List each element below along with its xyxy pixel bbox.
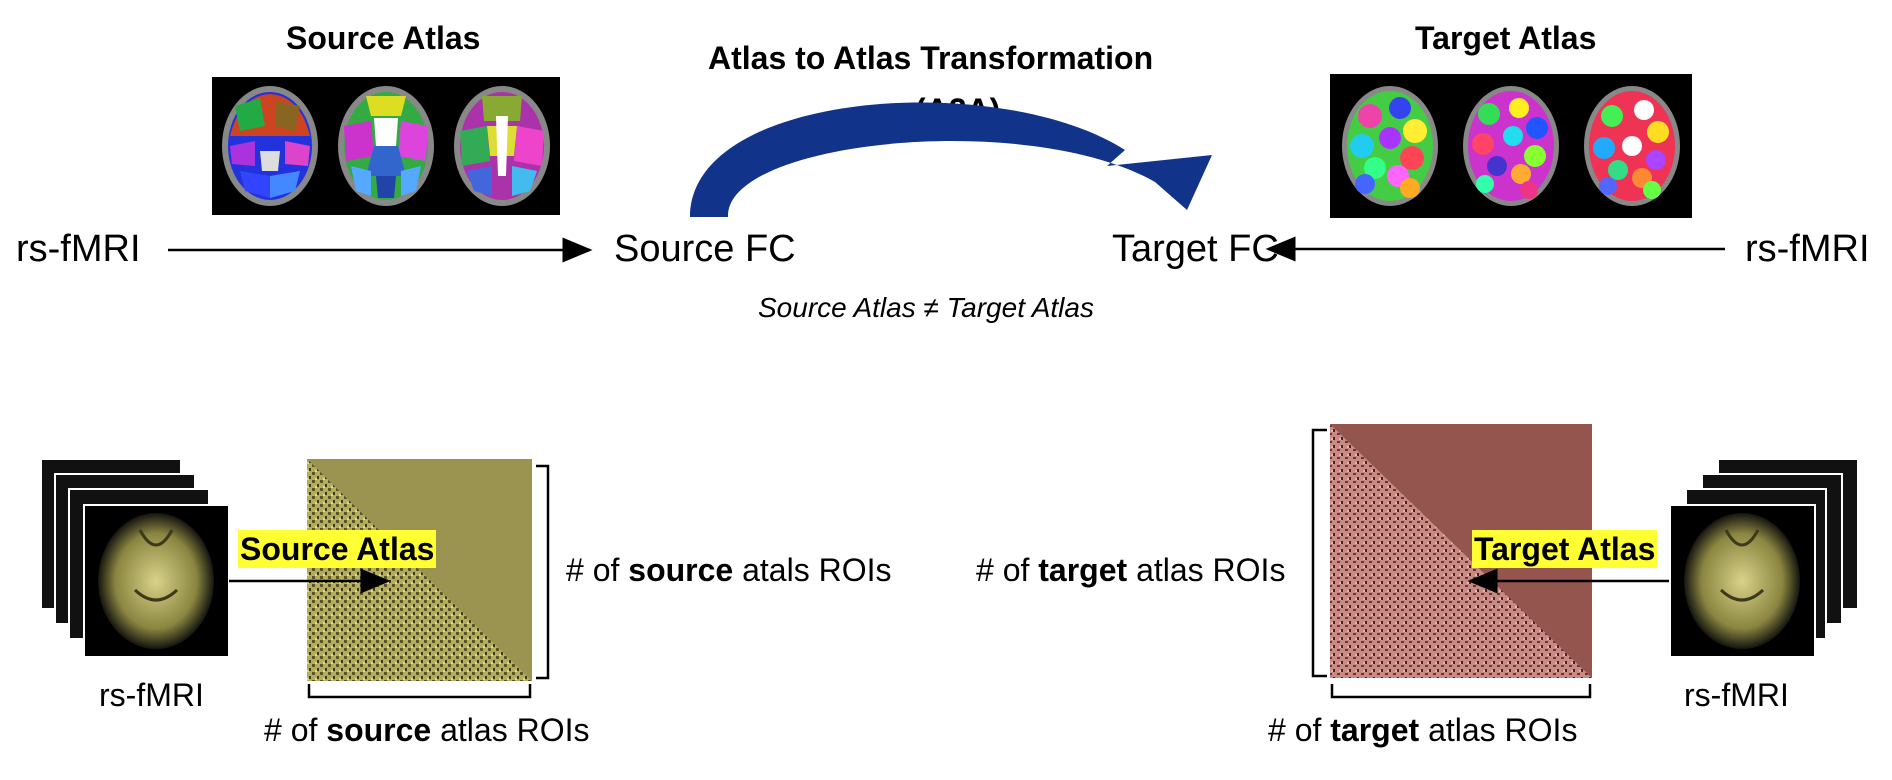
target-atlas-title: Target Atlas [1415, 20, 1597, 56]
target-bottom-bracket [1330, 684, 1592, 699]
target-atlas-brain-panel [1330, 74, 1692, 218]
target-bottom-roi-label: # of target atlas ROIs [1268, 712, 1577, 749]
source-bottom-suffix: atlas ROIs [431, 712, 590, 748]
source-atlas-title: Source Atlas [286, 20, 481, 56]
source-side-suffix: atals ROIs [733, 552, 892, 588]
right-rsfmri-stack [1669, 458, 1859, 658]
source-atlas-brain-panel [212, 77, 560, 215]
source-side-bracket [536, 464, 550, 680]
source-atlas-highlight: Source Atlas [238, 530, 437, 568]
target-fc-label: Target FC [1112, 228, 1279, 270]
source-side-bold: source [628, 552, 734, 588]
right-rsfmri-label: rs-fMRI [1745, 228, 1870, 270]
target-side-prefix: # of [976, 552, 1039, 588]
source-side-prefix: # of [566, 552, 629, 588]
transform-title: Atlas to Atlas Transformation [708, 40, 1154, 76]
target-bottom-suffix: atlas ROIs [1419, 712, 1578, 748]
target-atlas-brains [1342, 86, 1680, 206]
transform-abbrev: (A2A) [915, 92, 1001, 128]
left-rsfmri-stack [40, 458, 230, 658]
source-atlas-brains [222, 86, 550, 206]
inequality-note: Source Atlas ≠ Target Atlas [758, 292, 1094, 323]
source-fc-label: Source FC [614, 228, 796, 270]
target-side-suffix: atlas ROIs [1127, 552, 1286, 588]
target-side-bracket [1311, 428, 1327, 678]
source-bottom-bold: source [326, 712, 432, 748]
source-fc-matrix [307, 459, 532, 681]
bottom-left-rsfmri-label: rs-fMRI [99, 677, 204, 713]
left-rsfmri-label: rs-fMRI [16, 228, 141, 270]
bottom-right-rsfmri-label: rs-fMRI [1684, 677, 1789, 713]
target-bottom-bold: target [1330, 712, 1420, 748]
target-side-roi-label: # of target atlas ROIs [976, 552, 1285, 589]
source-bottom-bracket [307, 684, 532, 699]
target-bottom-prefix: # of [1268, 712, 1331, 748]
source-bottom-roi-label: # of source atlas ROIs [264, 712, 589, 749]
source-side-roi-label: # of source atals ROIs [566, 552, 891, 589]
target-atlas-highlight: Target Atlas [1472, 530, 1658, 568]
source-bottom-prefix: # of [264, 712, 327, 748]
target-side-bold: target [1038, 552, 1128, 588]
